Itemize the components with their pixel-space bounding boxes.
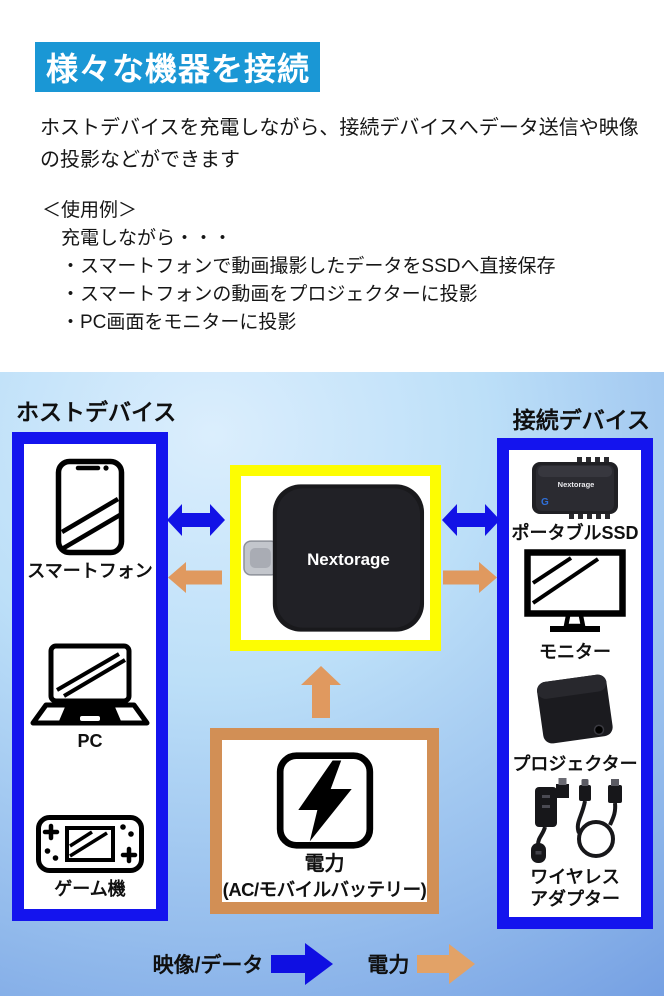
usage-heading: ＜使用例＞ (42, 200, 138, 221)
projector-icon (536, 674, 613, 744)
host-device-game-console: ゲーム機 (34, 813, 146, 900)
usage-item: ・スマートフォンの動画をプロジェクターに投影 (61, 284, 478, 305)
usage-item: ・スマートフォンで動画撮影したデータをSSDへ直接保存 (61, 256, 556, 277)
laptop-icon (30, 643, 150, 726)
page-title: 様々な機器を接続 (46, 51, 311, 87)
connected-device-portable-ssd: Nextorage G ポータブルSSD (511, 457, 639, 544)
usage-item: ・PC画面をモニターに投影 (61, 312, 297, 333)
connected-device-projector: プロジェクター (512, 666, 638, 775)
power-arrow-up-icon (301, 666, 341, 718)
smartphone-icon (55, 458, 125, 556)
device-label: モニター (539, 642, 611, 663)
legend-orange-arrow-icon (417, 944, 476, 984)
host-device-smartphone: スマートフォン (27, 457, 153, 582)
portable-ssd-icon: Nextorage G (531, 457, 618, 519)
host-devices-box: スマートフォン PC (12, 432, 168, 921)
host-devices-title: ホストデバイス (16, 399, 177, 425)
host-device-pc: PC (29, 643, 151, 752)
legend-blue-arrow-icon (271, 943, 334, 985)
connection-diagram: ホストデバイス 接続デバイス スマートフォン (0, 372, 664, 996)
usage-examples: ＜使用例＞ 充電しながら・・・ ・スマートフォンで動画撮影したデータをSSDへ直… (42, 197, 642, 337)
hub-brand-text: Nextorage (307, 550, 390, 569)
connected-device-monitor: モニター (521, 546, 629, 663)
wireless-adapter-icon (531, 777, 622, 863)
ssd-logo-letter: G (541, 497, 549, 508)
device-label: プロジェクター (512, 753, 638, 774)
connected-devices-title: 接続デバイス (512, 407, 650, 433)
power-source-box: 電力 (AC/モバイルバッテリー) (210, 728, 439, 914)
game-console-icon (36, 815, 144, 873)
ssd-brand-text: Nextorage (558, 480, 595, 489)
connected-device-wireless-adapter: ワイヤレスアダプター (523, 777, 627, 910)
hub-adapter-box: Nextorage (230, 465, 441, 651)
connected-devices-box: Nextorage G ポータブルSSD モニター (497, 438, 653, 929)
power-arrow-right-icon (443, 562, 497, 593)
lightning-bolt-icon (276, 752, 373, 849)
monitor-icon (524, 549, 626, 633)
power-sublabel: (AC/モバイルバッテリー) (222, 879, 427, 900)
device-label-line2: アダプター (530, 888, 620, 909)
power-label: 電力 (304, 853, 345, 875)
device-label: ワイヤレスアダプター (530, 866, 620, 910)
intro-paragraph: ホストデバイスを充電しながら、接続デバイスへデータ送信や映像の投影などができます (40, 117, 639, 171)
legend-data-label: 映像/データ (152, 954, 264, 977)
usage-intro-line: 充電しながら・・・ (61, 228, 233, 249)
data-arrow-right-bidirectional-icon (442, 504, 500, 536)
hub-adapter-image: Nextorage (243, 484, 425, 632)
power-arrow-left-icon (168, 562, 222, 593)
device-label: PC (77, 731, 103, 751)
device-label: ポータブルSSD (511, 523, 639, 543)
header-banner: 様々な機器を接続 (35, 42, 320, 92)
legend: 映像/データ 電力 (0, 942, 664, 986)
device-label: スマートフォン (27, 561, 153, 581)
device-label: ゲーム機 (54, 879, 126, 899)
legend-power-label: 電力 (367, 954, 410, 977)
data-arrow-left-bidirectional-icon (167, 504, 225, 536)
device-label-line1: ワイヤレス (530, 866, 620, 887)
